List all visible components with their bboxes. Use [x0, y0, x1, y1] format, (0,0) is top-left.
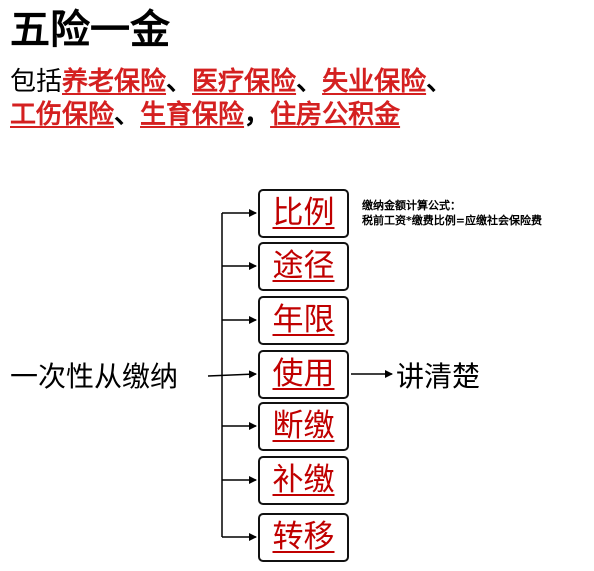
item-label: 比例	[272, 195, 335, 231]
formula-expression: 税前工资*缴费比例=应缴社会保险费	[362, 214, 542, 227]
insurance-unemployment: 失业保险	[322, 67, 427, 97]
item-label: 使用	[272, 356, 335, 392]
item-box-years: 年限	[258, 296, 349, 345]
formula-note: 缴纳金额计算公式： 税前工资*缴费比例=应缴社会保险费	[362, 198, 542, 228]
intro-lead: 包括	[10, 67, 63, 97]
separator: 、	[114, 100, 141, 130]
target-label: 讲清楚	[396, 360, 481, 393]
item-label: 途径	[272, 248, 335, 284]
item-box-interruption: 断缴	[258, 402, 349, 451]
separator: ，	[244, 100, 271, 130]
separator: 、	[296, 67, 323, 97]
item-box-transfer: 转移	[258, 513, 349, 562]
item-label: 补缴	[272, 462, 335, 498]
source-connector	[207, 370, 257, 379]
insurance-maternity: 生育保险	[140, 100, 245, 130]
intro-paragraph: 包括养老保险、医疗保险、失业保险、工伤保险、生育保险，住房公积金	[10, 66, 590, 132]
insurance-medical: 医疗保险	[192, 67, 297, 97]
item-label: 断缴	[272, 408, 335, 444]
item-box-ratio: 比例	[258, 189, 349, 238]
housing-fund: 住房公积金	[270, 100, 401, 130]
item-box-channel: 途径	[258, 242, 349, 291]
insurance-pension: 养老保险	[62, 67, 167, 97]
insurance-work-injury: 工伤保险	[10, 100, 115, 130]
separator: 、	[166, 67, 193, 97]
source-label: 一次性从缴纳	[10, 360, 179, 393]
separator: 、	[426, 67, 453, 97]
item-box-back-payment: 补缴	[258, 456, 349, 505]
item-box-usage: 使用	[258, 350, 349, 399]
item-label: 转移	[272, 519, 335, 555]
page-title: 五险一金	[10, 7, 170, 53]
item-label: 年限	[272, 302, 335, 338]
formula-title: 缴纳金额计算公式：	[362, 199, 461, 212]
